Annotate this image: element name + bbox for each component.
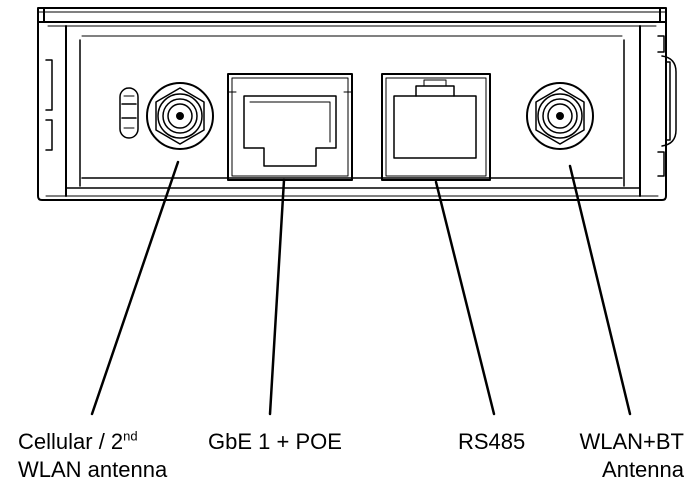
rs485-label: RS485 — [458, 429, 526, 454]
cellular-antenna-connector — [146, 82, 214, 150]
status-slot — [119, 87, 139, 139]
cellular-label-line2: WLAN antenna — [18, 457, 168, 482]
wlan-bt-label-line2: Antenna — [602, 457, 684, 482]
ordinal-suffix: nd — [123, 428, 138, 444]
wlan-bt-antenna-label: WLAN+BT Antenna — [579, 428, 684, 484]
leader-line-cellular — [90, 160, 180, 416]
left-side-details — [45, 59, 53, 151]
cellular-wlan-antenna-label: Cellular / 2nd WLAN antenna — [18, 428, 167, 484]
leader-line-rs485 — [434, 180, 496, 416]
rs485-port — [381, 73, 491, 181]
wlan-bt-label-line1: WLAN+BT — [579, 429, 684, 454]
gbe-poe-port — [227, 73, 353, 181]
leader-line-gbe — [268, 178, 286, 416]
gbe-poe-label: GbE 1 + POE — [208, 429, 342, 454]
enclosure-top-lip — [37, 7, 667, 23]
cellular-label-line1: Cellular / 2 — [18, 429, 124, 454]
leader-line-wlan-bt — [568, 164, 632, 416]
wlan-bt-antenna-connector — [526, 82, 594, 150]
right-side-clip — [657, 35, 677, 177]
